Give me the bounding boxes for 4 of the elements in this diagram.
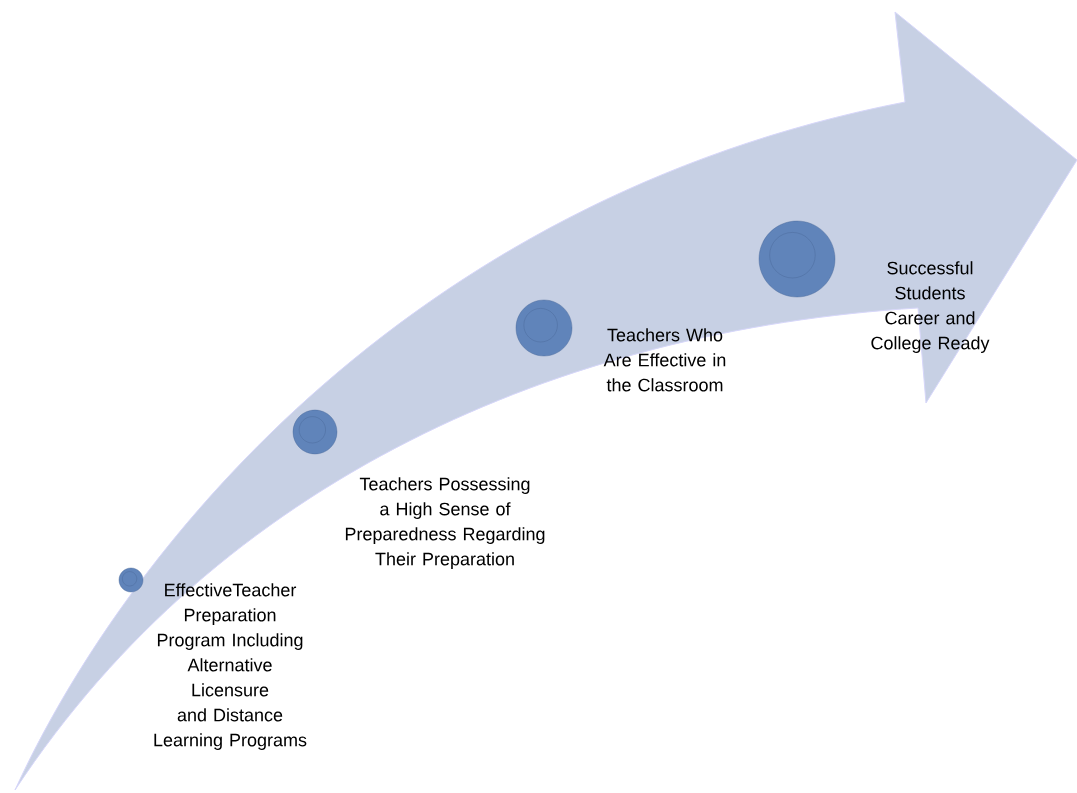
step-label: EffectiveTeacher Preparation Program Including Alternative Licensure and Distance Learning Programs	[154, 583, 307, 750]
step-label: Successful Students Career and College Ready	[871, 261, 990, 353]
step-label: Teachers Possessing a High Sense of Preparedness Regarding Their Preparation	[345, 477, 545, 569]
step-label: Teachers Who Are Effective in the Classroom	[603, 328, 726, 392]
